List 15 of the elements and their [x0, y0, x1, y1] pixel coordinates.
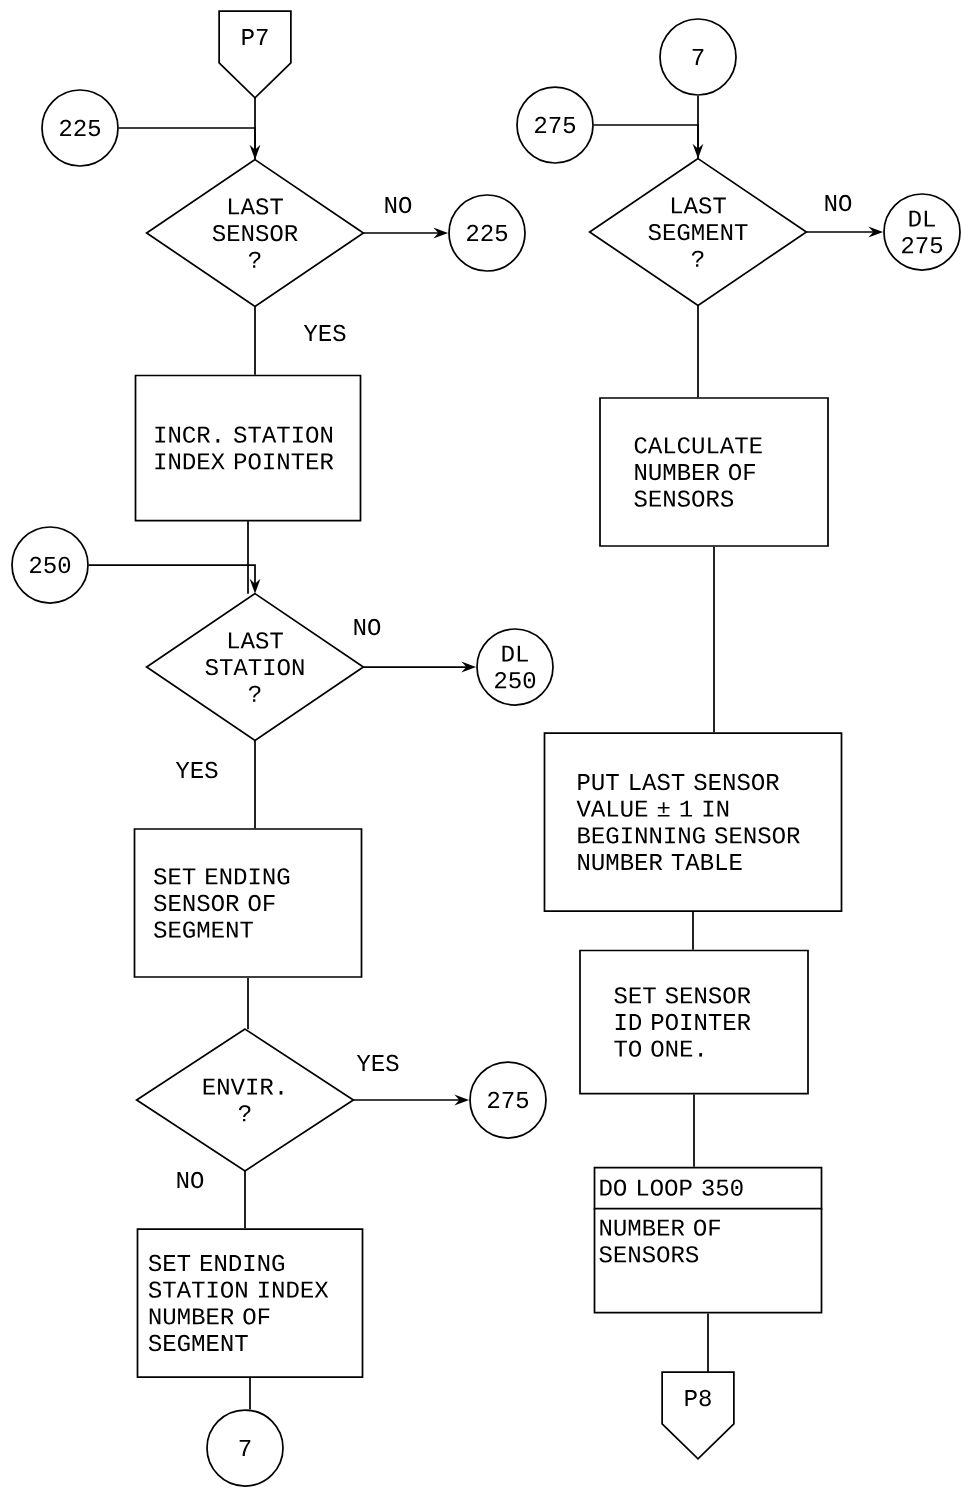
- edge-label: NO: [174, 1170, 206, 1190]
- edge-label: NO: [822, 193, 854, 213]
- process-box: PUT LAST SENSOR VALUE ± 1 IN BEGINNING SENSOR NUMBER TABLE: [543, 732, 843, 912]
- edge-label: YES: [174, 760, 220, 780]
- off-page-connector: P8: [661, 1371, 735, 1461]
- process-box: SET ENDING SENSOR OF SEGMENT: [133, 828, 363, 978]
- edge-label: NO: [382, 195, 414, 215]
- process-box: CALCULATE NUMBER OF SENSORS: [599, 397, 829, 547]
- loop-box: DO LOOP 350 NUMBER OF SENSORS: [592, 1166, 824, 1314]
- process-box: SET ENDING STATION INDEX NUMBER OF SEGMENT: [136, 1228, 364, 1378]
- off-page-connector: P7: [218, 10, 292, 100]
- edge-label: YES: [302, 323, 348, 343]
- edge-label: YES: [355, 1053, 401, 1073]
- process-box: SET SENSOR ID POINTER TO ONE.: [579, 949, 809, 1095]
- process-box: INCR. STATION INDEX POINTER: [134, 374, 362, 522]
